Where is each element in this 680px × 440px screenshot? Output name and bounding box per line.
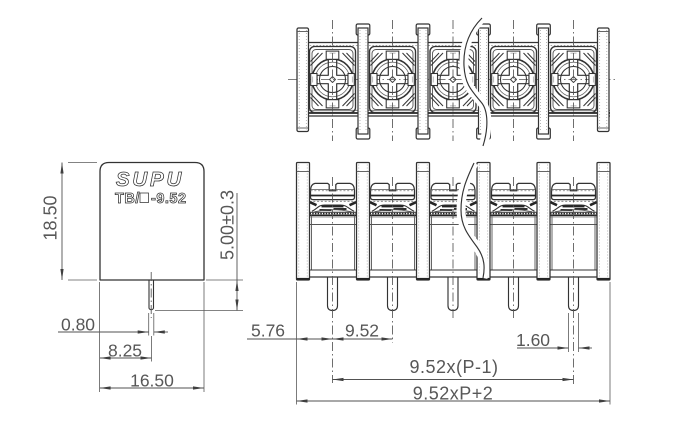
svg-text:TB/: TB/	[115, 191, 140, 207]
svg-text:8.25: 8.25	[108, 341, 142, 361]
svg-text:5.76: 5.76	[251, 321, 285, 341]
svg-text:5.00±0.3: 5.00±0.3	[218, 190, 238, 260]
svg-text:0.80: 0.80	[61, 315, 95, 335]
svg-text:9.52: 9.52	[345, 321, 379, 341]
svg-text:16.50: 16.50	[130, 371, 174, 391]
svg-text:9.52xP+2: 9.52xP+2	[413, 384, 494, 404]
svg-text:1.60: 1.60	[516, 330, 550, 350]
svg-text:SUPU: SUPU	[116, 168, 184, 191]
svg-text:18.50: 18.50	[41, 195, 61, 240]
svg-text:-9.52: -9.52	[151, 191, 187, 207]
svg-text:9.52x(P-1): 9.52x(P-1)	[409, 357, 498, 377]
